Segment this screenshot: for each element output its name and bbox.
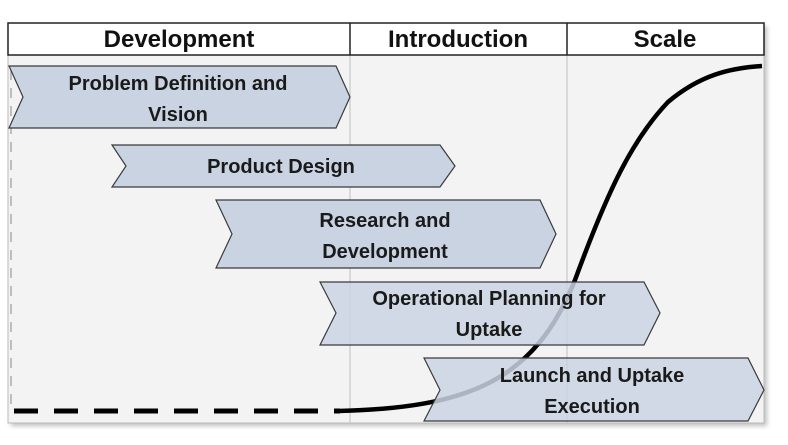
step-label-line: Launch and Uptake xyxy=(500,365,684,387)
chevron-shape xyxy=(215,199,557,269)
step-label-line: Development xyxy=(322,241,448,263)
step-chevron-research-development: Research and Development xyxy=(215,199,557,269)
chevron-shape xyxy=(319,281,661,346)
step-label-line: Operational Planning for xyxy=(372,288,606,310)
chevron-shape xyxy=(110,144,456,188)
chevron-shape xyxy=(423,357,765,422)
step-label-line: Product Design xyxy=(207,156,355,178)
phase-header: Development Introduction Scale xyxy=(7,22,765,56)
step-label-line: Uptake xyxy=(456,319,523,341)
step-label-line: Problem Definition and xyxy=(69,73,288,95)
step-chevron-operational-planning: Operational Planning for Uptake xyxy=(319,281,661,346)
step-chevron-problem-definition: Problem Definition and Vision xyxy=(8,65,351,129)
phase-label-development: Development xyxy=(104,26,255,53)
phase-header-box xyxy=(7,22,765,56)
step-chevron-launch-uptake: Launch and Uptake Execution xyxy=(423,357,765,422)
step-label-line: Execution xyxy=(544,396,640,418)
step-label-line: Vision xyxy=(148,104,208,126)
phase-label-scale: Scale xyxy=(634,26,697,53)
chevron-shape xyxy=(8,65,351,129)
step-chevron-product-design: Product Design xyxy=(110,144,456,188)
phase-label-introduction: Introduction xyxy=(388,26,528,53)
step-label-line: Research and xyxy=(319,210,450,232)
